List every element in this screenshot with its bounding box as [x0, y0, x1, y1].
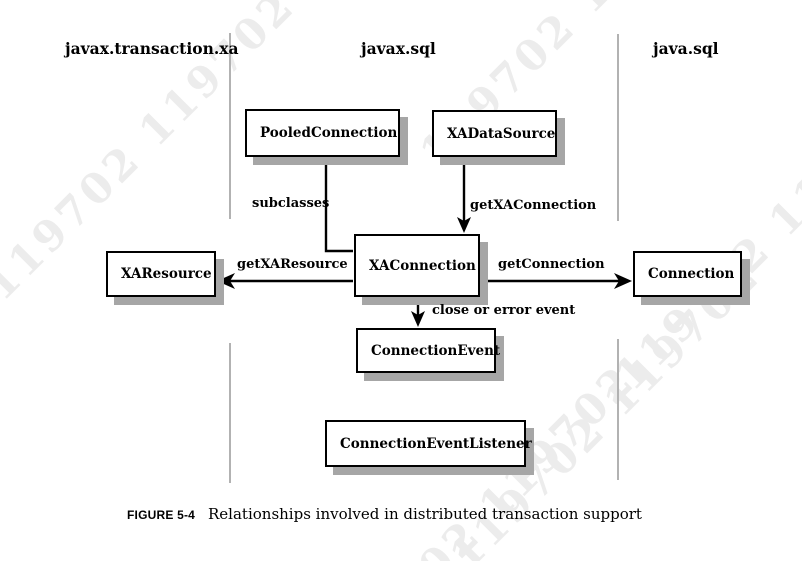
column-divider-left-top — [229, 33, 231, 219]
column-divider-right-bottom — [617, 339, 619, 480]
node-connectioneventlistener: ConnectionEventListener — [325, 420, 532, 467]
node-label: ConnectionEvent — [371, 342, 501, 359]
node-label: PooledConnection — [260, 125, 398, 141]
node-xaresource: XAResource — [106, 251, 216, 297]
node-xaconnection: XAConnection — [354, 234, 480, 297]
package-header-javax-transaction-xa: javax.transaction.xa — [65, 39, 239, 58]
figure-caption-text: Relationships involved in distributed tr… — [208, 505, 642, 523]
edge-label-getconnection: getConnection — [498, 257, 605, 272]
figure-caption: FIGURE 5-4 Relationships involved in dis… — [127, 505, 642, 523]
node-label: ConnectionEventListener — [340, 435, 532, 452]
node-label: XADataSource — [447, 125, 556, 142]
edge-label-getxaresource: getXAResource — [237, 257, 348, 272]
edge-label-subclasses: subclasses — [252, 196, 330, 211]
column-divider-right-top — [617, 34, 619, 221]
node-pooledconnection: PooledConnection — [245, 109, 400, 157]
figure-caption-tag: FIGURE 5-4 — [127, 508, 196, 522]
edge-subclasses-line — [324, 157, 353, 253]
node-label: XAResource — [121, 266, 212, 282]
edge-label-getxaconnection: getXAConnection — [470, 198, 597, 213]
column-divider-left-bottom — [229, 343, 231, 483]
edge-close-or-error-arrowhead — [411, 311, 425, 327]
package-header-java-sql: java.sql — [653, 39, 719, 58]
edge-getconnection-arrowhead — [614, 273, 632, 289]
node-label: Connection — [648, 266, 735, 282]
edge-getxaresource-arrowhead — [217, 273, 235, 289]
node-xadatasource: XADataSource — [432, 110, 557, 157]
edge-label-close-or-error-event: close or error event — [432, 303, 576, 318]
edge-getxaconnection-arrowhead — [457, 217, 471, 233]
node-connection: Connection — [633, 251, 742, 297]
package-header-javax-sql: javax.sql — [361, 39, 436, 58]
node-connectionevent: ConnectionEvent — [356, 328, 500, 373]
node-label: XAConnection — [369, 257, 476, 274]
